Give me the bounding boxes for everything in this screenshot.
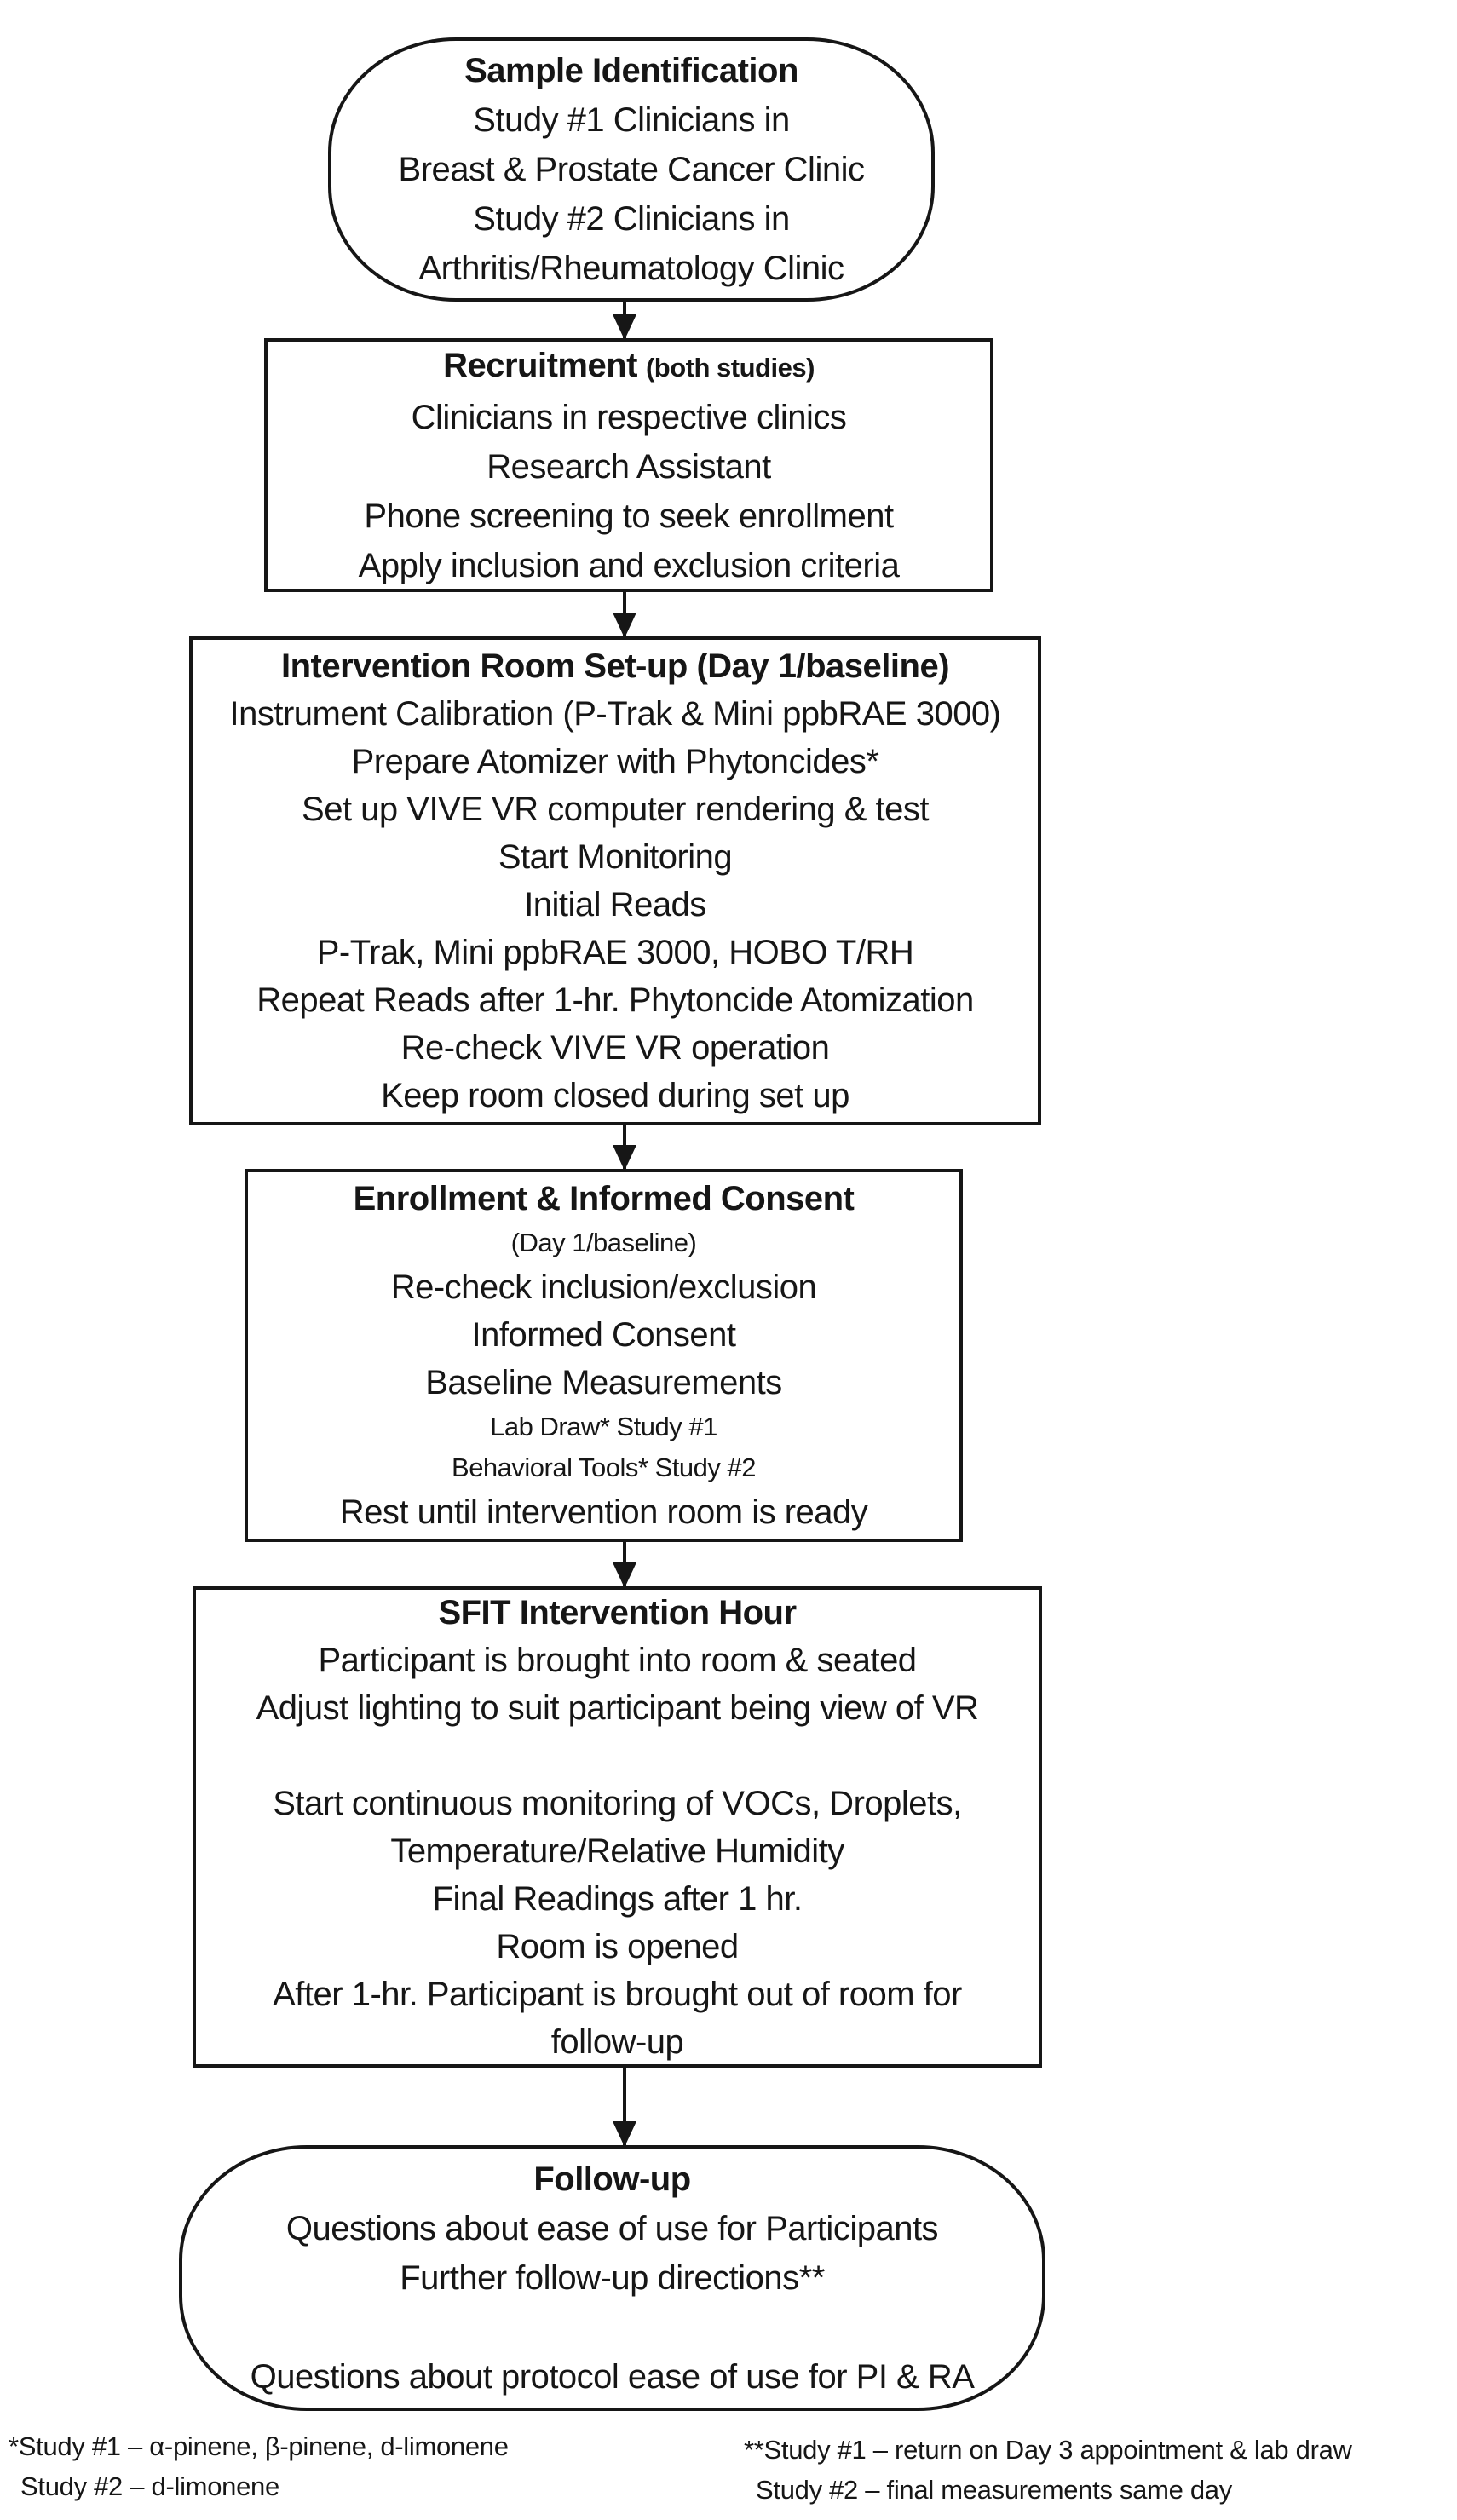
- node-line: Start continuous monitoring of VOCs, Dro…: [273, 1784, 962, 1822]
- flow-arrow-4: [613, 1542, 636, 1588]
- arrowhead-icon: [613, 613, 636, 638]
- arrowhead-icon: [613, 2121, 636, 2147]
- node-line: Adjust lighting to suit participant bein…: [256, 1689, 979, 1727]
- node-line: Participant is brought into room & seate…: [318, 1641, 917, 1679]
- node-line: Instrument Calibration (P-Trak & Mini pp…: [229, 695, 1002, 733]
- node-title: Sample Identification: [464, 52, 798, 89]
- node-line: Further follow-up directions**: [400, 2259, 825, 2297]
- node-line: P-Trak, Mini ppbRAE 3000, HOBO T/RH: [316, 934, 914, 971]
- node-line: Baseline Measurements: [425, 1364, 782, 1401]
- node-line: Final Readings after 1 hr.: [432, 1879, 803, 1918]
- node-line: Re-check inclusion/exclusion: [390, 1269, 817, 1306]
- node-line-spacer: [613, 1732, 622, 1780]
- node-line: Questions about protocol ease of use for…: [250, 2358, 975, 2396]
- node-line: Study #2 Clinicians in: [473, 200, 790, 238]
- node-line: Study #1 Clinicians in: [473, 101, 790, 139]
- footnote-left: *Study #1 – α-pinene, β-pinene, d-limone…: [9, 2426, 509, 2506]
- process-recruitment: Recruitment(both studies) Clinicians in …: [264, 338, 993, 592]
- flow-arrow-3: [613, 1125, 636, 1171]
- arrowhead-icon: [613, 314, 636, 340]
- footnote-line: Study #2 – d-limonene: [20, 2471, 279, 2501]
- arrowhead-icon: [613, 1145, 636, 1171]
- node-line: Apply inclusion and exclusion criteria: [358, 546, 900, 584]
- node-line: Arthritis/Rheumatology Clinic: [418, 250, 844, 287]
- process-intervention-room-setup: Intervention Room Set-up (Day 1/baseline…: [189, 636, 1041, 1125]
- terminator-follow-up: Follow-up Questions about ease of use fo…: [179, 2145, 1045, 2411]
- node-title: Recruitment(both studies): [443, 346, 815, 384]
- node-line: Keep room closed during set up: [381, 1077, 849, 1114]
- node-title: Intervention Room Set-up (Day 1/baseline…: [280, 647, 950, 685]
- node-title: SFIT Intervention Hour: [438, 1593, 797, 1631]
- node-line-spacer: [608, 2303, 617, 2352]
- node-line: Clinicians in respective clinics: [411, 398, 847, 436]
- node-title-suffix: (both studies): [645, 352, 815, 383]
- process-enrollment-informed-consent: Enrollment & Informed Consent (Day 1/bas…: [245, 1169, 963, 1542]
- flow-arrow-1: [613, 302, 636, 340]
- node-line: Room is opened: [496, 1927, 739, 1965]
- node-line: Phone screening to seek enrollment: [364, 497, 894, 535]
- node-line: After 1-hr. Participant is brought out o…: [273, 1975, 962, 2013]
- node-line: Re-check VIVE VR operation: [400, 1029, 830, 1067]
- footnote-line: Study #2 – final measurements same day: [756, 2475, 1232, 2505]
- process-sfit-intervention-hour: SFIT Intervention Hour Participant is br…: [193, 1586, 1042, 2068]
- arrowhead-icon: [613, 1562, 636, 1588]
- node-title: Follow-up: [533, 2160, 691, 2198]
- node-line: Start Monitoring: [498, 838, 733, 876]
- footnote-right: **Study #1 – return on Day 3 appointment…: [744, 2430, 1352, 2510]
- node-line: Lab Draw* Study #1: [490, 1412, 717, 1441]
- node-line: Research Assistant: [487, 447, 771, 486]
- terminator-sample-identification: Sample Identification Study #1 Clinician…: [328, 37, 935, 302]
- node-subtitle: (Day 1/baseline): [510, 1228, 697, 1257]
- node-line: Prepare Atomizer with Phytoncides*: [351, 743, 879, 780]
- node-line: Repeat Reads after 1-hr. Phytoncide Atom…: [256, 981, 974, 1019]
- node-line: follow-up: [550, 2022, 684, 2061]
- flow-arrow-5: [613, 2068, 636, 2147]
- node-line: Behavioral Tools* Study #2: [452, 1453, 756, 1482]
- node-line: Rest until intervention room is ready: [339, 1493, 868, 1531]
- footnote-line: *Study #1 – α-pinene, β-pinene, d-limone…: [9, 2431, 509, 2461]
- node-line: Temperature/Relative Humidity: [390, 1832, 844, 1870]
- node-line: Initial Reads: [524, 886, 706, 923]
- node-line: Questions about ease of use for Particip…: [285, 2210, 939, 2247]
- node-line: Breast & Prostate Cancer Clinic: [398, 151, 865, 188]
- flow-arrow-2: [613, 592, 636, 638]
- node-line: Set up VIVE VR computer rendering & test: [302, 791, 929, 828]
- footnote-line: **Study #1 – return on Day 3 appointment…: [744, 2435, 1352, 2465]
- node-title: Enrollment & Informed Consent: [353, 1180, 855, 1217]
- node-line: Informed Consent: [471, 1316, 736, 1354]
